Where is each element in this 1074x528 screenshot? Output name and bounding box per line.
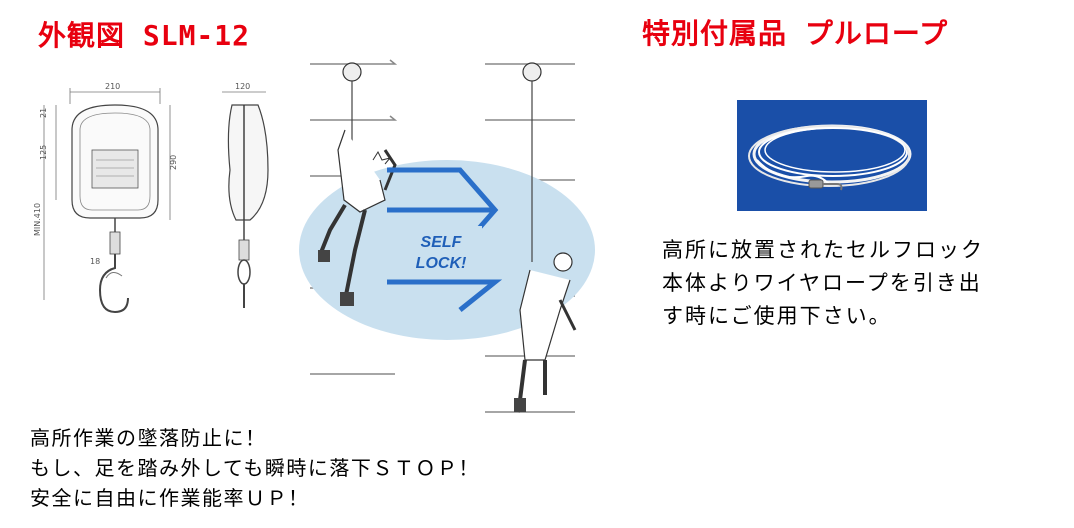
rope-coil-icon bbox=[748, 124, 912, 191]
pull-rope-description: 高所に放置されたセルフロック 本体よりワイヤロープを引き出 す時にご使用下さい。 bbox=[662, 234, 984, 333]
slogan: 高所作業の墜落防止に！ もし、足を踏み外しても瞬時に落下ＳＴＯＰ！ 安全に自由に… bbox=[30, 423, 480, 513]
dim-height-c: 290 bbox=[169, 155, 178, 170]
pull-rope-photo bbox=[737, 100, 927, 211]
self-lock-badge: SELF LOCK! bbox=[400, 226, 482, 274]
description-line: 本体よりワイヤロープを引き出 bbox=[662, 271, 982, 295]
dim-width-side: 120 bbox=[235, 82, 250, 91]
description-line: 高所に放置されたセルフロック bbox=[662, 238, 984, 262]
dim-height-a: 21 bbox=[39, 108, 48, 118]
dim-hook: 18 bbox=[90, 257, 100, 266]
right-title: 特別付属品 プルロープ bbox=[642, 17, 949, 50]
badge-line1: SELF bbox=[421, 234, 463, 251]
description-line: す時にご使用下さい。 bbox=[662, 304, 892, 328]
slogan-line: 安全に自由に作業能率ＵＰ！ bbox=[30, 486, 310, 510]
side-view-drawing: 120 bbox=[222, 82, 269, 308]
dim-height-d: MIN.410 bbox=[33, 203, 42, 236]
badge-line2: LOCK! bbox=[416, 255, 467, 272]
dim-height-b: 125 bbox=[39, 145, 48, 160]
falling-worker-illustration bbox=[318, 62, 397, 306]
slogan-line: 高所作業の墜落防止に！ bbox=[30, 426, 267, 450]
front-view-drawing: 210 21 125 MIN.410 290 18 bbox=[33, 82, 178, 314]
left-title: 外観図 SLM-12 bbox=[38, 19, 251, 52]
slogan-line: もし、足を踏み外しても瞬時に落下ＳＴＯＰ！ bbox=[30, 456, 480, 480]
hanging-worker-illustration bbox=[514, 62, 577, 413]
dim-width-front: 210 bbox=[105, 82, 120, 91]
